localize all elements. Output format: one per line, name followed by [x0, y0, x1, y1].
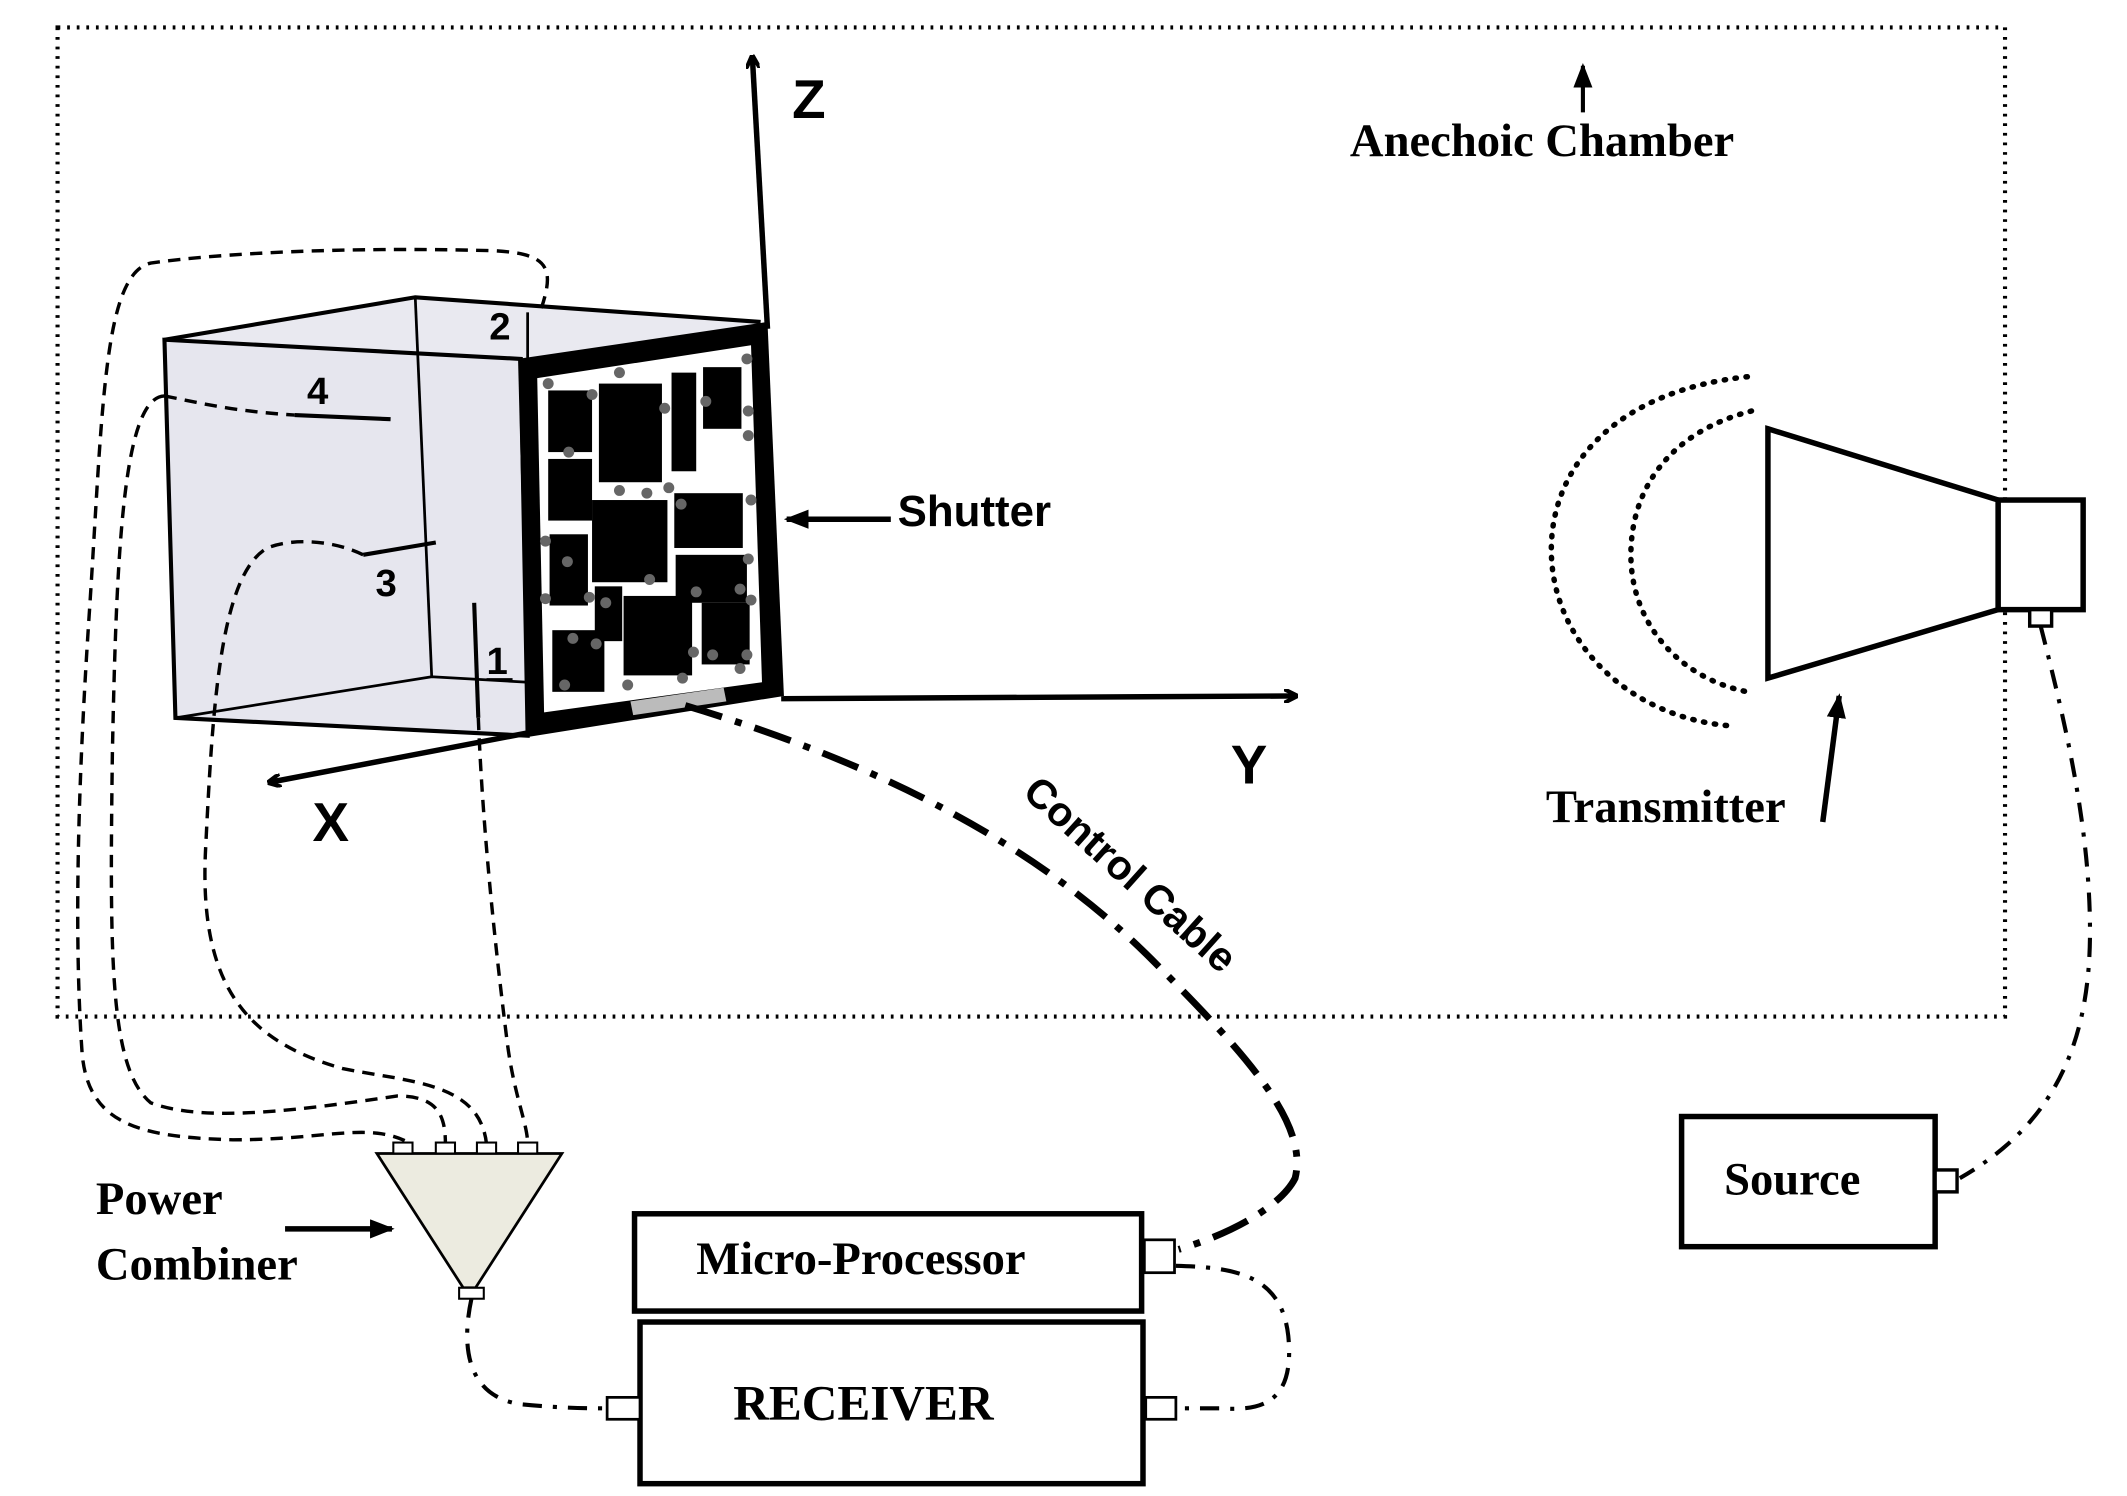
x-axis-label: X	[312, 791, 349, 853]
shutter-pin-dot	[622, 679, 634, 691]
y-axis	[781, 696, 1295, 699]
y-axis-label: Y	[1231, 734, 1268, 796]
shutter-pin-dot	[742, 553, 754, 565]
shutter-pin-dot	[563, 446, 575, 458]
probe-1: 1	[472, 602, 513, 718]
svg-text:3: 3	[376, 562, 397, 605]
shutter-pin-dot	[687, 646, 699, 658]
shutter-pin-dot	[561, 556, 573, 568]
shutter-pin-dot	[707, 649, 719, 661]
probe-4: 4	[294, 370, 391, 422]
svg-text:Micro-Processor: Micro-Processor	[696, 1233, 1025, 1285]
shutter-pin-dot	[734, 583, 746, 595]
shutter-panel	[518, 321, 784, 738]
shutter-pin-dot	[613, 367, 625, 379]
shutter-cell	[675, 554, 747, 603]
signal-cables	[465, 625, 2093, 1411]
shutter-pin-dot	[559, 679, 571, 691]
svg-text:1: 1	[487, 640, 508, 683]
shutter-cell	[671, 372, 697, 472]
shutter-pin-dot	[567, 632, 579, 644]
control-cable	[684, 702, 1301, 1253]
shutter-pin-dot	[613, 484, 625, 496]
shutter-pin-dot	[644, 574, 656, 585]
shutter-cell	[592, 500, 668, 583]
shutter-cell	[598, 383, 662, 483]
shutter-label: Shutter	[898, 487, 1051, 536]
shutter-pin-dot	[600, 597, 612, 609]
transmitter-label: Transmitter	[1546, 781, 1786, 833]
shutter-pin-dot	[539, 593, 551, 605]
z-axis-label: Z	[792, 68, 825, 130]
shutter-pin-dot	[586, 389, 598, 401]
shutter-pin-dot	[690, 586, 702, 598]
power-combiner	[374, 1141, 565, 1300]
shutter-pin-dot	[745, 494, 757, 506]
shutter-pin-dot	[742, 430, 754, 442]
svg-text:2: 2	[489, 306, 510, 349]
svg-text:RECEIVER: RECEIVER	[733, 1375, 995, 1430]
shutter-pin-dot	[741, 649, 753, 661]
transmitter-arrow	[1820, 693, 1846, 823]
x-axis	[270, 730, 529, 782]
shutter-pin-dot	[590, 638, 602, 650]
shutter-pin-dot	[700, 395, 712, 407]
control-cable-label: Control Cable	[1015, 767, 1246, 981]
chamber-label: Anechoic Chamber	[1350, 115, 1734, 167]
shutter-cell	[548, 390, 593, 453]
shutter-pin-dot	[741, 353, 753, 365]
receiver-box: RECEIVER	[605, 1319, 1178, 1487]
shutter-pin-dot	[734, 663, 746, 675]
shutter-pin-dot	[742, 405, 754, 417]
probe-3: 3	[362, 540, 437, 605]
shutter-cell	[623, 595, 693, 676]
transmitter-horn	[1765, 425, 2086, 682]
shutter-pin-dot	[663, 482, 675, 494]
probe-2: 2	[489, 306, 530, 359]
shutter-pin-dot	[641, 487, 653, 499]
svg-text:Source: Source	[1724, 1154, 1860, 1206]
shutter-pin-dot	[675, 498, 687, 510]
z-axis	[752, 58, 771, 329]
shutter-cell	[549, 534, 588, 606]
shutter-pin-dot	[659, 402, 671, 414]
shutter-cell	[548, 458, 593, 521]
shutter-pin-dot	[583, 591, 595, 603]
radiated-wavefronts	[1548, 374, 1755, 729]
shutter-pin-dot	[542, 378, 554, 390]
shutter-pin-dot	[677, 672, 688, 684]
microprocessor-box: Micro-Processor	[631, 1211, 1176, 1314]
source-box: Source	[1678, 1113, 1959, 1250]
power-combiner-label: Power Combiner	[96, 1173, 298, 1291]
shutter-pin-dot	[539, 535, 551, 547]
svg-text:4: 4	[307, 370, 329, 413]
shutter-pin-dot	[745, 594, 757, 606]
probe-cables	[76, 247, 550, 1146]
